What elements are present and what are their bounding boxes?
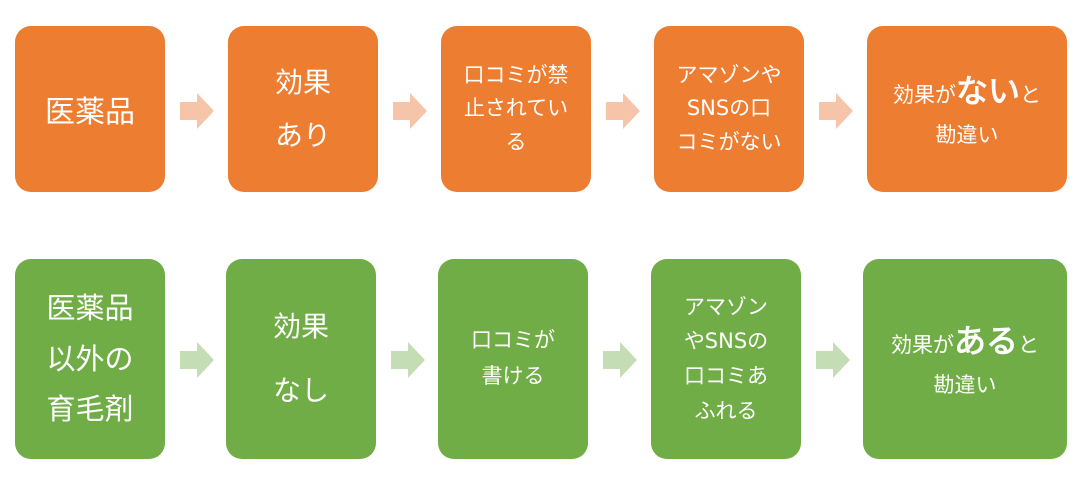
box-many-online-reviews: アマゾン やSNSの 口コミあ ふれる — [651, 259, 801, 459]
box-no-online-reviews: アマゾンや SNSの口 コミがない — [654, 26, 804, 192]
box-medicine-label: 医薬品 — [45, 95, 135, 130]
box-effective-label: 効果 あり — [274, 65, 331, 152]
box-reviews-banned-label: 口コミが禁 止されてい る — [463, 62, 569, 154]
arrow-right-icon — [393, 93, 427, 129]
arrow-right-icon — [180, 93, 214, 129]
conclusion-line1: 効果があると — [890, 321, 1039, 360]
conclusion-line1: 効果がないと — [892, 71, 1041, 110]
box-misperceived-effective: 効果があると 勘違い — [863, 259, 1067, 459]
box-reviews-allowed: 口コミが 書ける — [438, 259, 588, 459]
box-medicine: 医薬品 — [15, 26, 165, 192]
box-misperceived-ineffective: 効果がないと 勘違い — [867, 26, 1067, 192]
box-effective: 効果 あり — [228, 26, 378, 192]
conclusion-line2: 勘違い — [933, 373, 997, 398]
box-not-effective: 効果 なし — [226, 259, 376, 459]
emphasis-text: ある — [953, 321, 1018, 360]
arrow-right-icon — [180, 342, 214, 378]
conclusion-line2: 勘違い — [935, 123, 999, 148]
box-many-online-reviews-label: アマゾン やSNSの 口コミあ ふれる — [683, 294, 769, 423]
box-reviews-allowed-label: 口コミが 書ける — [471, 328, 555, 388]
box-non-medicine-hair-tonic: 医薬品 以外の 育毛剤 — [15, 259, 165, 459]
emphasis-text: ない — [955, 71, 1020, 110]
arrow-right-icon — [816, 342, 850, 378]
box-no-online-reviews-label: アマゾンや SNSの口 コミがない — [676, 62, 782, 154]
box-non-medicine-label: 医薬品 以外の 育毛剤 — [46, 290, 134, 427]
box-reviews-banned: 口コミが禁 止されてい る — [441, 26, 591, 192]
box-not-effective-label: 効果 なし — [272, 309, 329, 407]
arrow-right-icon — [603, 342, 637, 378]
arrow-right-icon — [391, 342, 425, 378]
arrow-right-icon — [819, 93, 853, 129]
arrow-right-icon — [606, 93, 640, 129]
